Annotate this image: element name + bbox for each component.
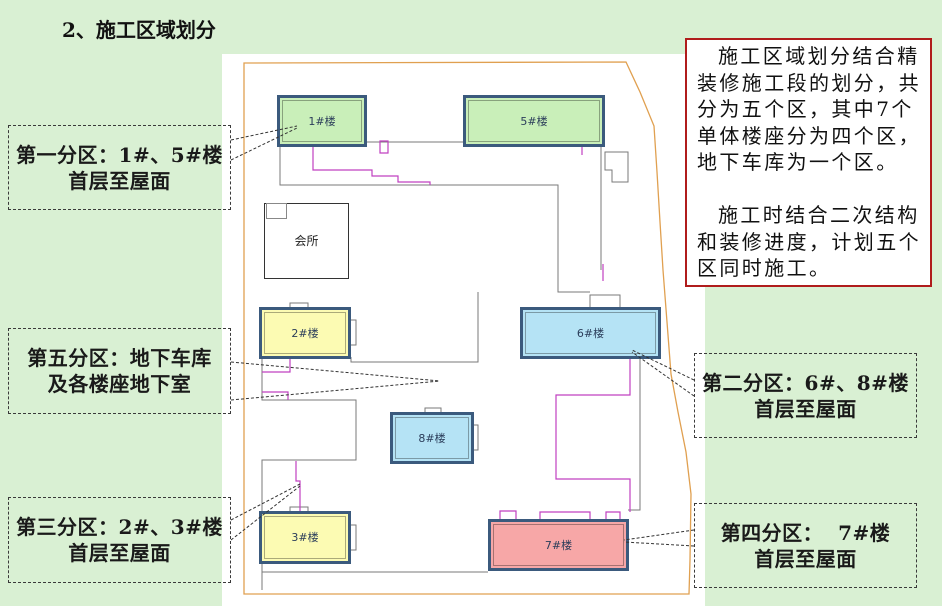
clubhouse: 会所 <box>264 203 349 279</box>
callout-scope: 首层至屋面 <box>754 546 857 571</box>
callout-scope: 首层至屋面 <box>68 541 171 565</box>
callout-zone-4: 第四分区： 7#楼 首层至屋面 <box>694 503 917 588</box>
callout-zone-5: 第五分区：地下车库 及各楼座地下室 <box>8 328 231 414</box>
building-5: 5#楼 <box>463 95 605 147</box>
callout-zone-1: 第一分区：1#、5#楼 首层至屋面 <box>8 125 231 210</box>
building-1: 1#楼 <box>277 95 367 147</box>
building-8: 8#楼 <box>390 412 474 464</box>
note-line: 区同时施工。 <box>697 256 832 280</box>
callout-zone-3: 第三分区：2#、3#楼 首层至屋面 <box>8 497 231 583</box>
description-box: 施工区域划分结合精 装修施工段的划分，共 分为五个区，其中7个 单体楼座分为四个… <box>685 38 932 287</box>
callout-title: 第二分区：6#、8#楼 <box>702 370 909 395</box>
building-label: 8#楼 <box>418 431 446 445</box>
building-label: 5#楼 <box>520 114 548 128</box>
building-7: 7#楼 <box>488 519 629 571</box>
note-line: 分为五个区，其中7个 <box>697 97 914 121</box>
note-paragraph-2: 施工时结合二次结构 和装修进度，计划五个 区同时施工。 <box>697 202 930 282</box>
callout-title: 第三分区：2#、3#楼 <box>16 515 223 539</box>
note-line: 施工时结合二次结构 <box>718 203 920 227</box>
building-label: 6#楼 <box>576 326 605 340</box>
callout-title: 第一分区：1#、5#楼 <box>16 142 223 167</box>
callout-scope: 及各楼座地下室 <box>47 372 192 396</box>
note-paragraph-1: 施工区域划分结合精 装修施工段的划分，共 分为五个区，其中7个 单体楼座分为四个… <box>697 43 930 176</box>
building-2: 2#楼 <box>259 307 351 359</box>
callout-zone-2: 第二分区：6#、8#楼 首层至屋面 <box>694 353 917 438</box>
note-line: 施工区域划分结合精 <box>718 44 920 68</box>
building-label: 1#楼 <box>308 114 336 128</box>
note-line: 装修施工段的划分，共 <box>697 70 921 95</box>
slide-title: 2、施工区域划分 <box>62 18 216 42</box>
building-label: 7#楼 <box>544 538 573 552</box>
note-line: 单体楼座分为四个区， <box>697 123 921 148</box>
callout-scope: 首层至屋面 <box>754 396 857 421</box>
callout-title: 第四分区： 7#楼 <box>720 520 891 545</box>
building-3: 3#楼 <box>259 511 351 564</box>
clubhouse-label: 会所 <box>294 233 319 248</box>
note-line: 地下车库为一个区。 <box>697 150 899 174</box>
building-label: 3#楼 <box>291 531 319 544</box>
callout-title: 第五分区：地下车库 <box>27 346 212 370</box>
callout-scope: 首层至屋面 <box>68 168 171 193</box>
building-label: 2#楼 <box>291 326 319 340</box>
building-6: 6#楼 <box>520 307 661 359</box>
clubhouse-annex <box>266 203 287 219</box>
note-line: 和装修进度，计划五个 <box>697 229 921 254</box>
